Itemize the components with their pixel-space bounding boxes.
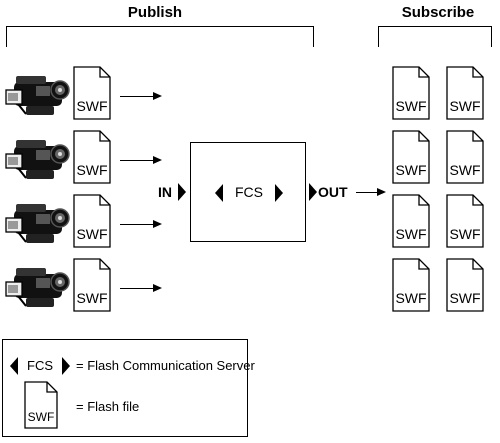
swf-file-icon: SWF: [392, 130, 430, 184]
legend-swf-symbol: SWF: [27, 410, 55, 424]
video-camera-icon: [4, 70, 72, 118]
publisher-file-label: SWF: [76, 98, 108, 114]
publish-arrowhead-icon: [153, 156, 162, 164]
subscriber-file-label: SWF: [449, 162, 481, 178]
swf-file-icon: SWF: [446, 258, 484, 312]
legend-box: FCS = Flash Communication Server SWF = F…: [2, 339, 255, 437]
publish-header: Publish: [127, 4, 183, 21]
out-connector-line: [356, 192, 378, 193]
video-camera-icon: [4, 198, 72, 246]
swf-file-icon: SWF: [446, 66, 484, 120]
legend-fcs-description: = Flash Communication Server: [76, 358, 255, 373]
legend-swf-description: = Flash file: [76, 399, 140, 414]
publish-arrow-line: [120, 288, 154, 289]
publish-arrowhead-icon: [153, 220, 162, 228]
in-arrow-icon: [178, 183, 186, 201]
out-arrow-icon: [309, 183, 317, 201]
publish-arrow-line: [120, 96, 154, 97]
out-connector-arrowhead-icon: [377, 188, 386, 196]
legend-fcs-right-triangle-icon: [62, 357, 70, 375]
legend-fcs-left-triangle-icon: [10, 357, 18, 375]
fcs-label: FCS: [235, 184, 263, 200]
swf-file-icon: SWF: [73, 194, 111, 248]
subscriber-file-label: SWF: [449, 226, 481, 242]
swf-file-icon: SWF: [446, 194, 484, 248]
publisher-file-label: SWF: [76, 226, 108, 242]
publish-arrowhead-icon: [153, 284, 162, 292]
subscriber-file-label: SWF: [395, 162, 427, 178]
publisher-file-label: SWF: [76, 162, 108, 178]
out-label: OUT: [318, 184, 348, 200]
fcs-right-triangle-icon: [275, 184, 283, 202]
publish-arrowhead-icon: [153, 92, 162, 100]
legend-swf-file-icon: SWF: [24, 381, 58, 429]
fcs-server-box: FCS: [190, 142, 306, 242]
subscribe-header: Subscribe: [401, 4, 475, 21]
swf-file-icon: SWF: [392, 66, 430, 120]
in-label: IN: [158, 184, 172, 200]
swf-file-icon: SWF: [73, 130, 111, 184]
fcs-left-triangle-icon: [215, 184, 223, 202]
swf-file-icon: SWF: [446, 130, 484, 184]
video-camera-icon: [4, 134, 72, 182]
subscriber-file-label: SWF: [395, 98, 427, 114]
subscriber-file-label: SWF: [449, 98, 481, 114]
subscriber-file-label: SWF: [395, 226, 427, 242]
publish-bracket: [6, 26, 314, 47]
publisher-file-label: SWF: [76, 290, 108, 306]
subscribe-bracket: [378, 26, 492, 47]
publish-arrow-line: [120, 160, 154, 161]
swf-file-icon: SWF: [73, 66, 111, 120]
legend-fcs-symbol: FCS: [27, 358, 53, 373]
swf-file-icon: SWF: [392, 194, 430, 248]
swf-file-icon: SWF: [392, 258, 430, 312]
swf-file-icon: SWF: [73, 258, 111, 312]
video-camera-icon: [4, 262, 72, 310]
subscriber-file-label: SWF: [449, 290, 481, 306]
publish-arrow-line: [120, 224, 154, 225]
subscriber-file-label: SWF: [395, 290, 427, 306]
